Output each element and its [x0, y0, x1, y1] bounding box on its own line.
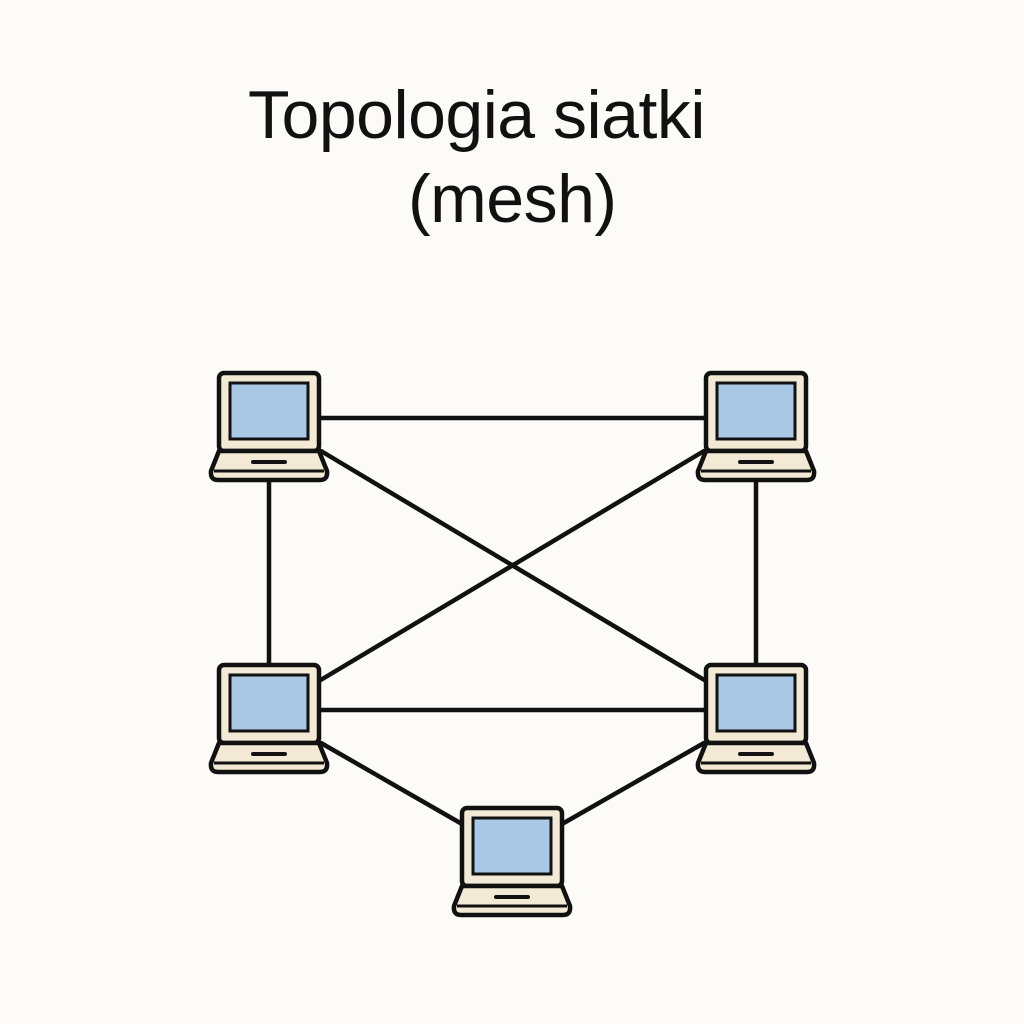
- laptop-screen: [228, 381, 310, 441]
- laptop-base: [451, 883, 573, 918]
- laptop-icon: [695, 370, 817, 483]
- laptop-base: [695, 448, 817, 483]
- laptop-screen: [228, 673, 310, 733]
- laptop-icon: [208, 370, 330, 483]
- laptop-icon: [208, 662, 330, 775]
- laptop-screen: [715, 673, 797, 733]
- laptop-screen: [471, 816, 553, 876]
- laptop-base: [208, 448, 330, 483]
- link-middle-left-bottom-center: [318, 740, 465, 827]
- nodes-layer: [208, 370, 817, 918]
- laptop-base: [208, 740, 330, 775]
- links-layer: [266, 415, 759, 827]
- title-line-2: (mesh): [408, 161, 617, 237]
- laptop-base: [695, 740, 817, 775]
- laptop-screen: [715, 381, 797, 441]
- link-middle-right-bottom-center: [559, 740, 707, 827]
- laptop-icon: [695, 662, 817, 775]
- title-line-1: Topologia siatki: [248, 77, 705, 153]
- laptop-icon: [451, 805, 573, 918]
- link-top-right-middle-left: [316, 448, 707, 684]
